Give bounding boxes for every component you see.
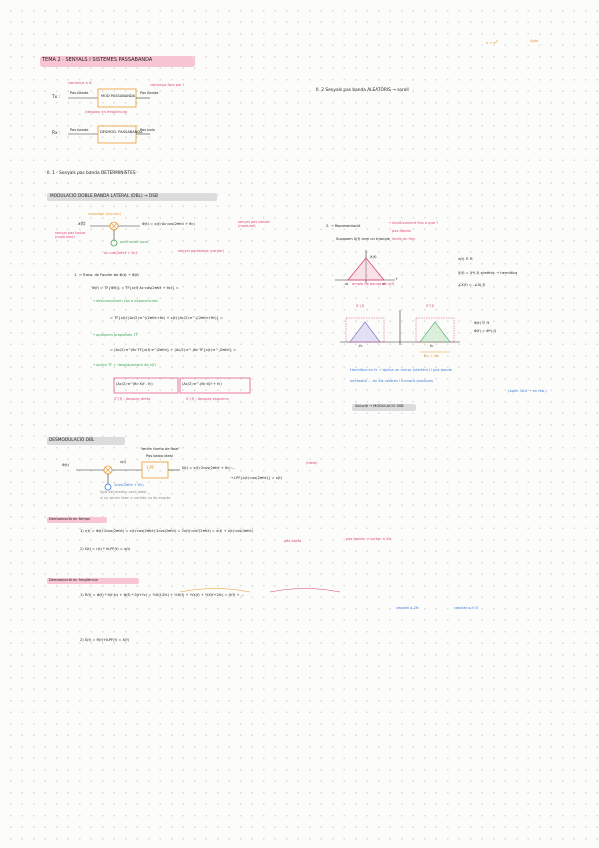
tx-in: Pas banda — [70, 91, 89, 95]
demo-time-1-note2: pas banda → surten a 2fc — [346, 537, 392, 541]
prop5: Φ(f) = Φ*(-f) — [474, 329, 497, 333]
ample-note: ample de banda de x(f) — [352, 282, 395, 286]
carrier-note: senyal portadora (carrier) — [178, 249, 225, 253]
prop3: ∠X(f) = -∠X(-f) — [458, 283, 486, 287]
demod-osc-note2: si no tenim fase ⇒ sortida no és exacta — [100, 496, 171, 500]
fourier-line2: = TF{x(t)·(Ac/2)·e^j(2πfct+θc) + x(t)·(A… — [110, 316, 223, 320]
phi-equation: Φ(t) = x(t)·Ac·cos(2πfct + θc) — [142, 222, 195, 226]
solucio-note: Solució → MODULACIÓ SSB — [355, 404, 404, 408]
rx-box — [97, 125, 137, 144]
pas-baixa-note: senyal pas baixa (modulant) — [55, 231, 86, 239]
xf-triangle — [347, 257, 385, 281]
section-ii2: II. 2 Senyals pas banda ALEATÒRIS → soro… — [316, 88, 409, 93]
lpf-note: Pas baixa ideal — [146, 454, 173, 458]
s-plus-label: S⁺(f) — [426, 304, 435, 308]
rx-label: Rx : — [52, 131, 61, 136]
sminus-note: S⁻(f) : desplaç esquerra — [186, 397, 229, 401]
osc-local-label: oscil·lador local — [120, 240, 148, 244]
rep-note3: límits en frec — [392, 237, 416, 241]
demod-phi-in: Φ(t) — [62, 463, 70, 467]
suposem-note: Suposem X(f) com un triangle — [336, 237, 390, 241]
lpf-label: LPF — [147, 466, 155, 471]
rep-note2: pas banda — [392, 229, 411, 233]
prop-note: → apliquem propietats TF — [92, 333, 138, 337]
top-right-note: Apte — [530, 39, 539, 43]
demo-freq-note2: centrat a f=0 — [454, 606, 479, 610]
prop2: X(f) = X*(-f) simètric → hermítica — [458, 271, 518, 275]
fourier-line3: = (Ac/2)·e^jθc·TF{x(t)·e^j2πfct} + (Ac/2… — [110, 348, 237, 352]
xf-axis-label: f — [396, 277, 398, 281]
obs2: necessita ... en els vostres i humans pr… — [350, 379, 434, 383]
missatge-note: missatge (minúsc) — [88, 212, 122, 216]
prop1: x(t) ∈ ℝ — [458, 257, 473, 261]
s-plus-shape — [419, 321, 451, 343]
demo-freq-2: 2) Ŝ(f) = R(f)·HLPF(f) = X(f) — [80, 638, 130, 642]
tx-note-bottom: (desplaç en freqüència) — [85, 110, 128, 114]
rx-out: Pas baix — [140, 128, 155, 132]
pas-banda-note: senyal pas banda (modulat) — [238, 220, 270, 228]
xf-label: X(f) — [370, 255, 377, 259]
fourier-line1: Φ(f) = TF{Φ(t)} = TF{x(t)·Ac·cos(2πfct +… — [92, 286, 179, 290]
fourier-title: 1. → Trans. de Fourier de Φ(t) → Φ(f) — [74, 273, 139, 277]
tx-note-top: comença a fc — [68, 81, 93, 85]
euler-exponent: jx — [495, 39, 499, 43]
tx-out: Pas banda — [140, 91, 159, 95]
rx-box-label: DESMOD. PASSABANDA — [100, 130, 143, 134]
tx-note-right: comença fora per f — [150, 83, 185, 87]
splus-note: S⁺(f) : desplaç dreta — [114, 397, 151, 401]
demo-freq-heading: Demostració en freqüència — [49, 578, 98, 582]
demo-time-1-note: pas baixa — [284, 539, 302, 543]
s-minus-label: S⁻(f) — [356, 304, 365, 308]
demod-out2: → LPF{x(t)·cos(2πfct)} = x(t) — [230, 476, 283, 480]
oscillator-icon — [110, 239, 118, 247]
dbl-heading: MODULACIÓ DOBLE BANDA LATERAL (DBL) → DS… — [50, 194, 158, 199]
rep-note1: → intuïtivament fins a que ? — [388, 221, 439, 225]
obs1: Hermítica en fc → Aplica un mirror (simè… — [350, 368, 452, 372]
desmod-heading: DESMODULACIÓ DBL — [49, 438, 95, 443]
demo-time-1: 1) r(t) = Φ(t)·2cos(2πfct) = x(t)·cos(2π… — [80, 529, 254, 533]
bandwidth-label: Bx = 2w — [424, 354, 440, 358]
demod-osc: 2cos(2πfct + θc) — [114, 483, 144, 487]
euler-note: → descomponem cos a exponencials — [92, 299, 158, 303]
section-ii1-heading: II. 1 · Senyals pas banda DETERMINISTES — [47, 171, 136, 176]
x-t-label: x(t) — [78, 222, 86, 227]
lpf-box — [141, 461, 169, 479]
formula-note: e = ejx — [486, 40, 498, 46]
desp-note: → aplico TF + desplaçament de x(f) — [92, 363, 156, 367]
result-splus: (Ac/2)·e^jθc·X(f - fc) — [116, 382, 153, 386]
ideal-note: (ideal) — [306, 461, 318, 465]
demo-freq-1: 1) R(f) = Φ(f) * δ(f-fc) + Φ(f) * δ(f+fc… — [80, 593, 245, 597]
demo-time-2: 2) ŝ(t) = r(t) * hLPF(t) = x(t) — [80, 547, 131, 551]
result-sminus: (Ac/2)·e^-jθc·X(f + fc) — [182, 382, 222, 386]
demo-time-heading: Demostració en temps — [49, 517, 90, 521]
rx-in: Pas banda — [70, 128, 89, 132]
tx-label: Tx : — [52, 95, 60, 100]
demo-freq-note1: centrat a 2fc — [396, 606, 419, 610]
fc-pos-label: fc — [430, 344, 434, 348]
tx-box-label: MOD PASSABANDA — [101, 94, 136, 98]
fc-neg-label: -fc — [358, 344, 363, 348]
prop4: Φ(t) ∈ ℝ — [474, 321, 490, 325]
euler-formula: e = e — [486, 41, 496, 46]
w-neg-label: -w — [344, 282, 349, 286]
w-pos-label: w — [382, 282, 385, 286]
demod-xt: x(t) — [120, 460, 127, 464]
s-minus-shape — [349, 321, 381, 343]
carrier-label: Ac·cos(2πfct + θc) — [104, 251, 137, 255]
obs3: (Aplic. BLU → en reb.) — [508, 389, 547, 393]
rep-title: 2. → Representació — [326, 224, 361, 228]
page-title: TEMA 2 · SENYALS I SISTEMES PASSABANDA — [42, 57, 153, 63]
demod-out1: ŝ(t) = x(t)·2cos(2πfct + θc)·… — [182, 466, 236, 470]
lpf-note2: "tenim forma de fase" — [140, 447, 180, 451]
demod-osc-note: fora del mateix oscil·lador — [100, 490, 147, 494]
title-highlight — [40, 56, 195, 67]
